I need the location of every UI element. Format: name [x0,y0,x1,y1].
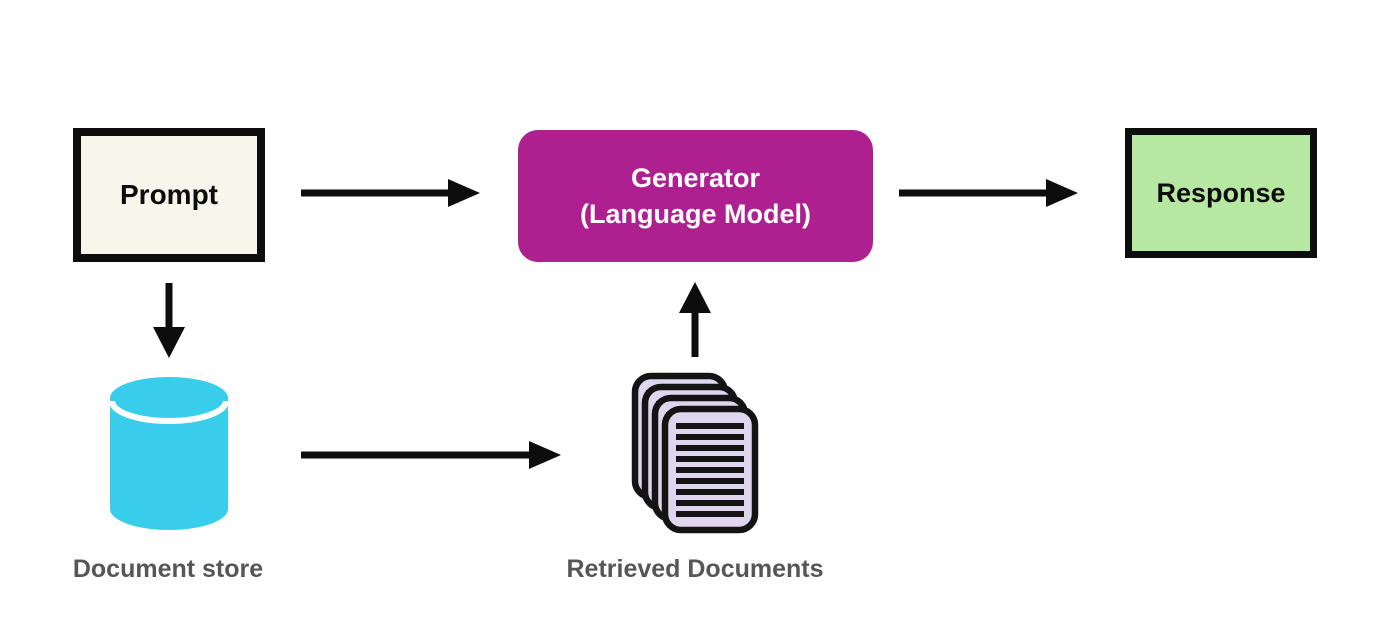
generator-node: Generator (Language Model) [518,130,873,262]
arrow-prompt-to-generator [301,179,480,207]
arrow-generator-to-response [899,179,1078,207]
database-cylinder-icon [110,377,228,530]
generator-label-line1: Generator [630,163,761,193]
arrow-retrieved-documents-to-generator [679,282,711,357]
arrow-document-store-to-retrieved-documents [301,441,561,469]
response-label: Response [1156,177,1286,208]
arrow-prompt-to-document-store [153,283,185,358]
response-node: Response [1125,128,1317,258]
retrieved-documents-label: Retrieved Documents [566,555,824,583]
prompt-node: Prompt [73,128,265,262]
document-store-label: Document store [72,555,264,583]
documents-stack-icon [631,372,763,534]
prompt-label: Prompt [120,179,218,210]
generator-label-line2: (Language Model) [580,199,811,229]
